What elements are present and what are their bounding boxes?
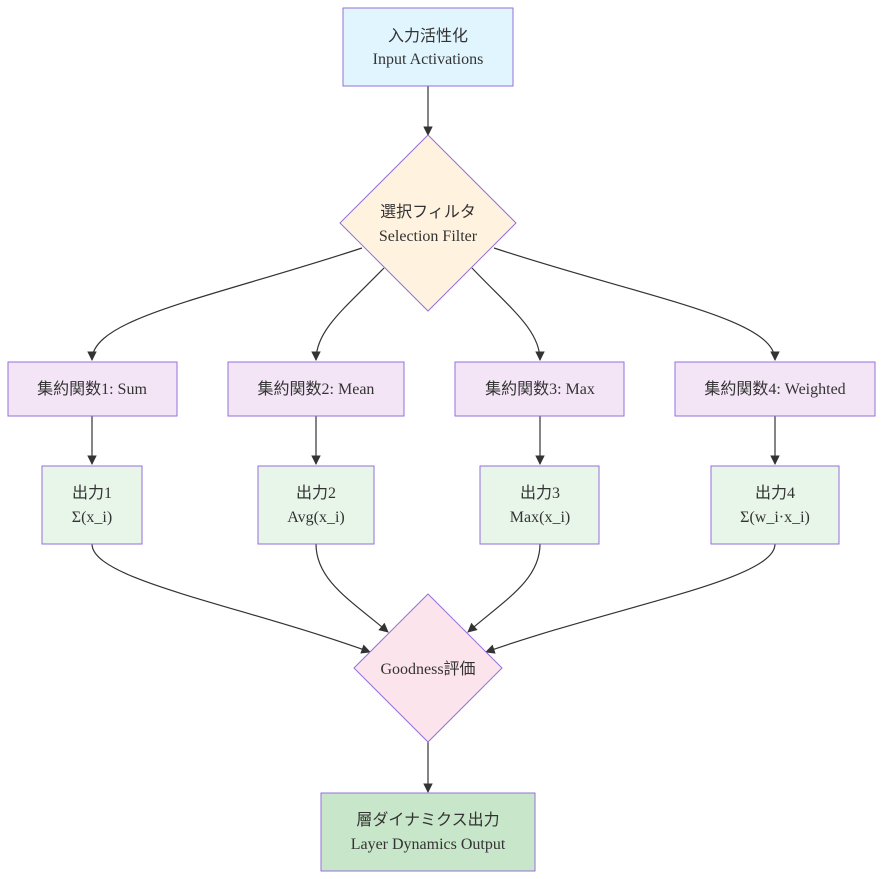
node-out4-label: 出力4 [755, 484, 795, 502]
node-final-label-jp: 層ダイナミクス出力 [356, 811, 499, 829]
node-goodness-label: Goodness評価 [380, 660, 475, 678]
node-aggregation-1: 集約関数1: Sum [7, 361, 178, 417]
node-agg3-label: 集約関数3: Max [485, 380, 595, 398]
node-final-label-en: Layer Dynamics Output [351, 836, 506, 853]
node-goodness-evaluation: Goodness評価 [353, 593, 503, 743]
node-input-activations: 入力活性化 Input Activations [342, 7, 514, 87]
node-out4-formula: Σ(w_i·x_i) [740, 509, 810, 526]
node-aggregation-2: 集約関数2: Mean [227, 361, 405, 417]
node-agg2-label: 集約関数2: Mean [258, 380, 375, 398]
node-agg4-label: 集約関数4: Weighted [704, 380, 845, 398]
node-input-label-jp: 入力活性化 [388, 27, 468, 45]
node-input-label-en: Input Activations [373, 51, 484, 68]
edge-filter-to-agg1 [87, 247, 363, 361]
edge-filter-to-agg4 [493, 247, 780, 361]
node-agg1-label: 集約関数1: Sum [37, 380, 147, 398]
node-aggregation-4: 集約関数4: Weighted [674, 361, 876, 417]
node-filter-label-jp: 選択フィルタ [380, 203, 476, 221]
node-selection-filter: 選択フィルタ Selection Filter [339, 134, 517, 312]
node-out1-label: 出力1 [72, 484, 112, 502]
node-out2-formula: Avg(x_i) [287, 509, 344, 526]
node-output-3: 出力3 Max(x_i) [479, 465, 600, 545]
edges [87, 86, 780, 793]
edge-filter-to-agg2 [311, 267, 385, 361]
node-aggregation-3: 集約関数3: Max [454, 361, 625, 417]
node-out2-label: 出力2 [296, 484, 336, 502]
node-out1-formula: Σ(x_i) [72, 509, 112, 526]
node-output-4: 出力4 Σ(w_i·x_i) [710, 465, 840, 545]
node-out3-label: 出力3 [520, 484, 560, 502]
edge-out1-to-goodness [91, 543, 371, 654]
node-layer-dynamics-output: 層ダイナミクス出力 Layer Dynamics Output [320, 792, 536, 872]
edge-filter-to-agg3 [471, 267, 545, 361]
node-output-1: 出力1 Σ(x_i) [41, 465, 143, 545]
edge-out2-to-goodness [315, 543, 389, 633]
node-output-2: 出力2 Avg(x_i) [257, 465, 375, 545]
edge-out4-to-goodness [485, 543, 776, 654]
node-out3-formula: Max(x_i) [510, 509, 570, 526]
edge-out3-to-goodness [467, 543, 541, 633]
node-filter-label-en: Selection Filter [379, 228, 478, 245]
